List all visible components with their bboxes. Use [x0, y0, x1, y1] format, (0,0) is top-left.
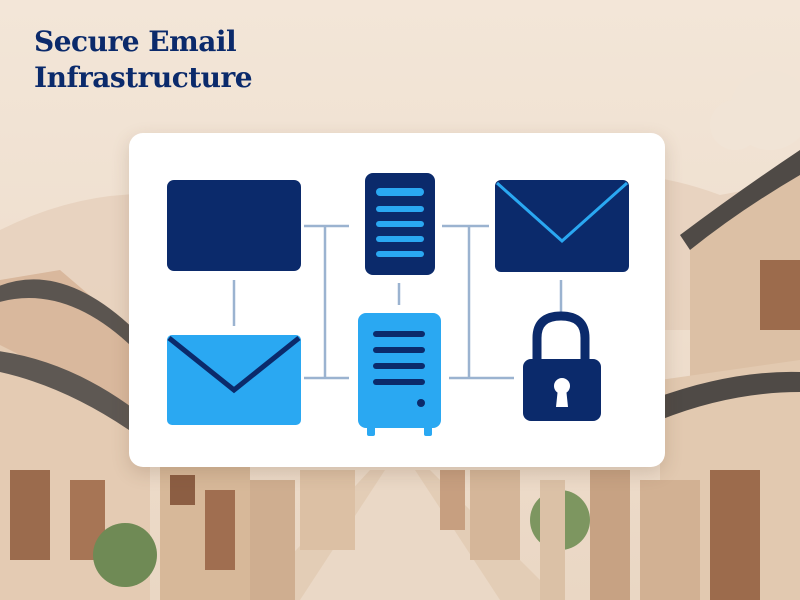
connector-lines: [232, 224, 563, 380]
email-window-icon: [167, 180, 301, 271]
server-tower-icon: [358, 313, 441, 436]
diagram-card: [129, 133, 665, 467]
padlock-icon: [523, 311, 601, 421]
headline: Secure Email Infrastructure: [34, 24, 253, 96]
closed-envelope-icon: [495, 180, 629, 272]
email-infrastructure-diagram: [167, 173, 629, 436]
server-rack-icon: [365, 173, 435, 275]
headline-line-2: Infrastructure: [34, 61, 253, 94]
open-envelope-icon: [167, 335, 301, 425]
headline-line-1: Secure Email: [34, 25, 237, 58]
